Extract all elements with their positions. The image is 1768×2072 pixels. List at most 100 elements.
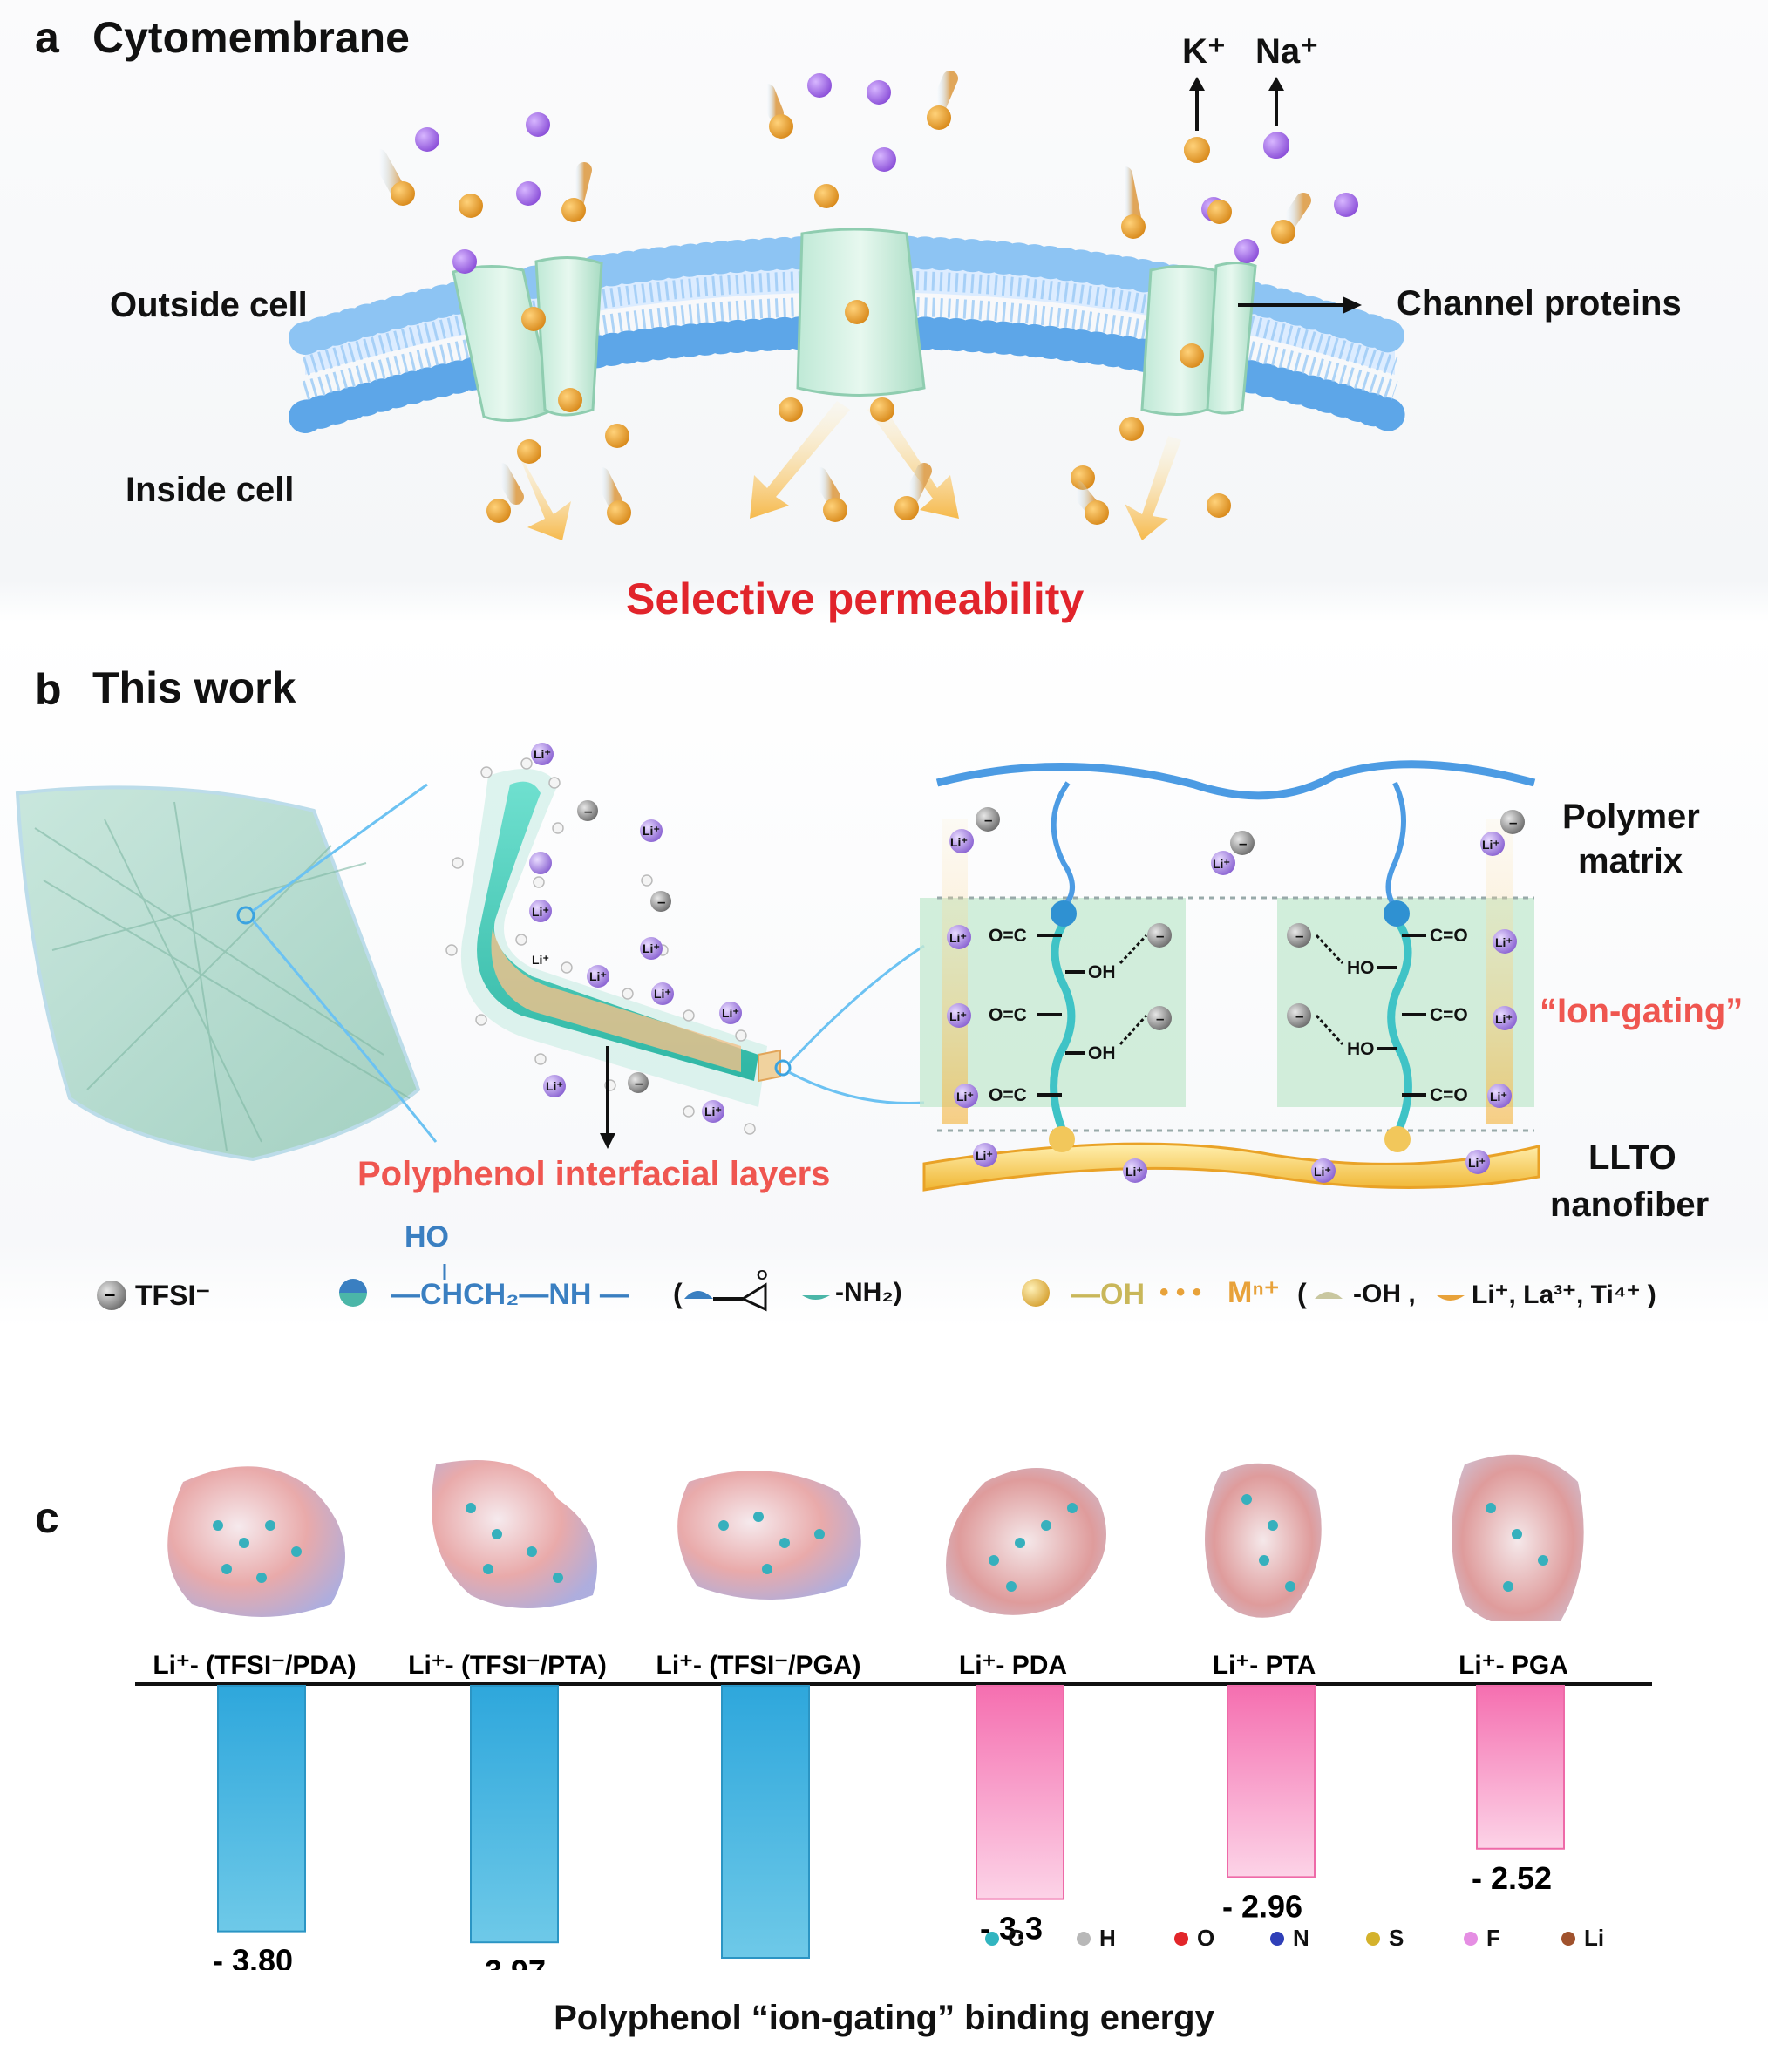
inside-cell-label: Inside cell — [126, 471, 295, 509]
svg-text:–: – — [584, 803, 592, 819]
atom-h-label: H — [1099, 1925, 1116, 1951]
atom-f-swatch — [1464, 1931, 1478, 1946]
channel-pointer-arrowhead — [1343, 296, 1362, 314]
svg-text:–: – — [1156, 1010, 1164, 1027]
category-label-5: Li⁺- PGA — [1459, 1651, 1568, 1680]
hydroxyl-half-icon — [1315, 1292, 1343, 1299]
svg-text:–: – — [1156, 927, 1164, 944]
svg-text:–: – — [635, 1075, 643, 1091]
bar-1 — [470, 1685, 559, 1944]
hydroxyl-label-1: OH — [1088, 962, 1116, 982]
li-label: Li⁺ — [949, 1009, 967, 1023]
bar-value-label-1: - 3.97 — [466, 1953, 546, 1970]
li-label: Li⁺ — [654, 987, 671, 1001]
orange-ions — [371, 71, 1311, 525]
k-ion-label: K⁺ — [1182, 32, 1226, 71]
ho-legend-label: HO — [405, 1220, 449, 1253]
svg-text:–: – — [105, 1283, 115, 1305]
channel-proteins-label: Channel proteins — [1397, 284, 1682, 323]
flow-arrow-right — [1125, 436, 1181, 540]
atom-f-label: F — [1486, 1925, 1500, 1951]
li-label: Li⁺ — [1495, 1012, 1513, 1026]
llto-label-1: LLTO — [1588, 1138, 1676, 1177]
epoxide-o-label: O — [757, 1268, 768, 1283]
category-label-1: Li⁺- (TFSI⁻/PTA) — [408, 1651, 607, 1680]
na-ion-ball — [1263, 132, 1289, 159]
fiber-surface-dots — [445, 757, 756, 1135]
ion-gating-scheme — [920, 760, 1540, 1192]
atom-legend-item: Li — [1561, 1925, 1640, 1952]
amine-group-legend-icon — [339, 1279, 367, 1307]
atom-n-swatch — [1270, 1931, 1284, 1946]
epoxide-half-icon — [684, 1291, 713, 1299]
molecule-pta — [1205, 1463, 1322, 1618]
li-label: Li⁺ — [976, 1149, 993, 1163]
bar-5 — [1476, 1685, 1565, 1850]
bar-4 — [1227, 1685, 1316, 1878]
carbonyl-label-3: O=C — [989, 1085, 1027, 1105]
tfsi-legend-icon — [97, 1281, 126, 1310]
flow-arrow-mid-right — [867, 401, 959, 519]
paren-open-2: ( — [1297, 1278, 1307, 1309]
li-label: Li⁺ — [704, 1104, 722, 1118]
carbonyl-label-1: O=C — [989, 926, 1027, 946]
atom-c-label: C — [1008, 1925, 1024, 1951]
this-work-illustration: –––– ––– ––– — [15, 743, 1540, 1192]
atom-h-swatch — [1077, 1931, 1091, 1946]
atom-legend-item: H — [1077, 1925, 1174, 1952]
li-label: Li⁺ — [1495, 935, 1513, 949]
bar-value-label-0: - 3.80 — [213, 1943, 293, 1970]
zoom-spot-2 — [774, 1059, 792, 1077]
li-label: Li⁺ — [589, 969, 607, 983]
category-label-4: Li⁺- PTA — [1213, 1651, 1316, 1680]
atom-legend-item: C — [985, 1925, 1077, 1952]
atom-s-label: S — [1389, 1925, 1404, 1951]
paren-open-1: ( — [673, 1278, 683, 1309]
minus-signs: –––– ––– ––– — [584, 803, 1517, 1091]
svg-text:–: – — [984, 812, 992, 828]
atom-li-swatch — [1561, 1931, 1575, 1946]
bar-0 — [217, 1685, 306, 1933]
molecule-tfsi-pga — [677, 1471, 861, 1600]
ions-legend-label: Li⁺, La³⁺, Ti⁴⁺ ) — [1472, 1281, 1656, 1309]
llto-label-2: nanofiber — [1550, 1185, 1710, 1224]
hydroxyl-label-4: HO — [1347, 1039, 1375, 1059]
channel-protein-left — [452, 255, 603, 422]
atom-legend: C H O N S F Li — [985, 1925, 1640, 1952]
metal-group-legend-icon — [1022, 1279, 1050, 1307]
category-label-3: Li⁺- PDA — [959, 1651, 1067, 1680]
carbonyl-label-4: C=O — [1430, 926, 1468, 946]
polymer-matrix-label-2: matrix — [1578, 842, 1683, 880]
legend-icons: – — [97, 1264, 1465, 1312]
dots-legend: • • • — [1159, 1278, 1202, 1307]
svg-text:–: – — [1239, 835, 1247, 852]
bar-value-label-2: - 4.21 — [717, 1969, 797, 1970]
li-label: Li⁺ — [1490, 1090, 1507, 1104]
li-label: Li⁺ — [1125, 1165, 1143, 1179]
atom-li-label: Li — [1584, 1925, 1605, 1951]
carbonyl-label-5: C=O — [1430, 1005, 1468, 1025]
chart-footer-title: Polyphenol “ion-gating” binding energy — [554, 1999, 1214, 2037]
amine-half-icon — [802, 1295, 830, 1300]
electrolyte-membrane — [15, 785, 421, 1162]
atom-legend-item: N — [1270, 1925, 1366, 1952]
polymer-matrix-label-1: Polymer — [1562, 798, 1700, 836]
atom-o-label: O — [1197, 1925, 1215, 1951]
li-label: Li⁺ — [722, 1006, 739, 1020]
li-label: Li⁺ — [1314, 1165, 1331, 1179]
na-ion-label: Na⁺ — [1255, 32, 1319, 71]
li-label: Li⁺ — [1213, 857, 1230, 871]
flow-arrow-mid-left — [750, 401, 850, 519]
oh2-legend-label: -OH , — [1353, 1280, 1416, 1308]
li-label: Li⁺ — [534, 747, 551, 761]
ion-gating-label: “Ion-gating” — [1540, 992, 1744, 1030]
selective-permeability-caption: Selective permeability — [626, 574, 1085, 623]
panel-c-letter: c — [35, 1493, 59, 1542]
molecule-renders — [167, 1454, 1584, 1621]
li-label: Li⁺ — [1468, 1156, 1486, 1170]
molecule-pga — [1452, 1454, 1584, 1621]
chch2-legend-label: —CHCH₂—NH — — [391, 1278, 629, 1311]
metal-half-icon — [1437, 1295, 1465, 1301]
atom-o-swatch — [1174, 1931, 1188, 1946]
